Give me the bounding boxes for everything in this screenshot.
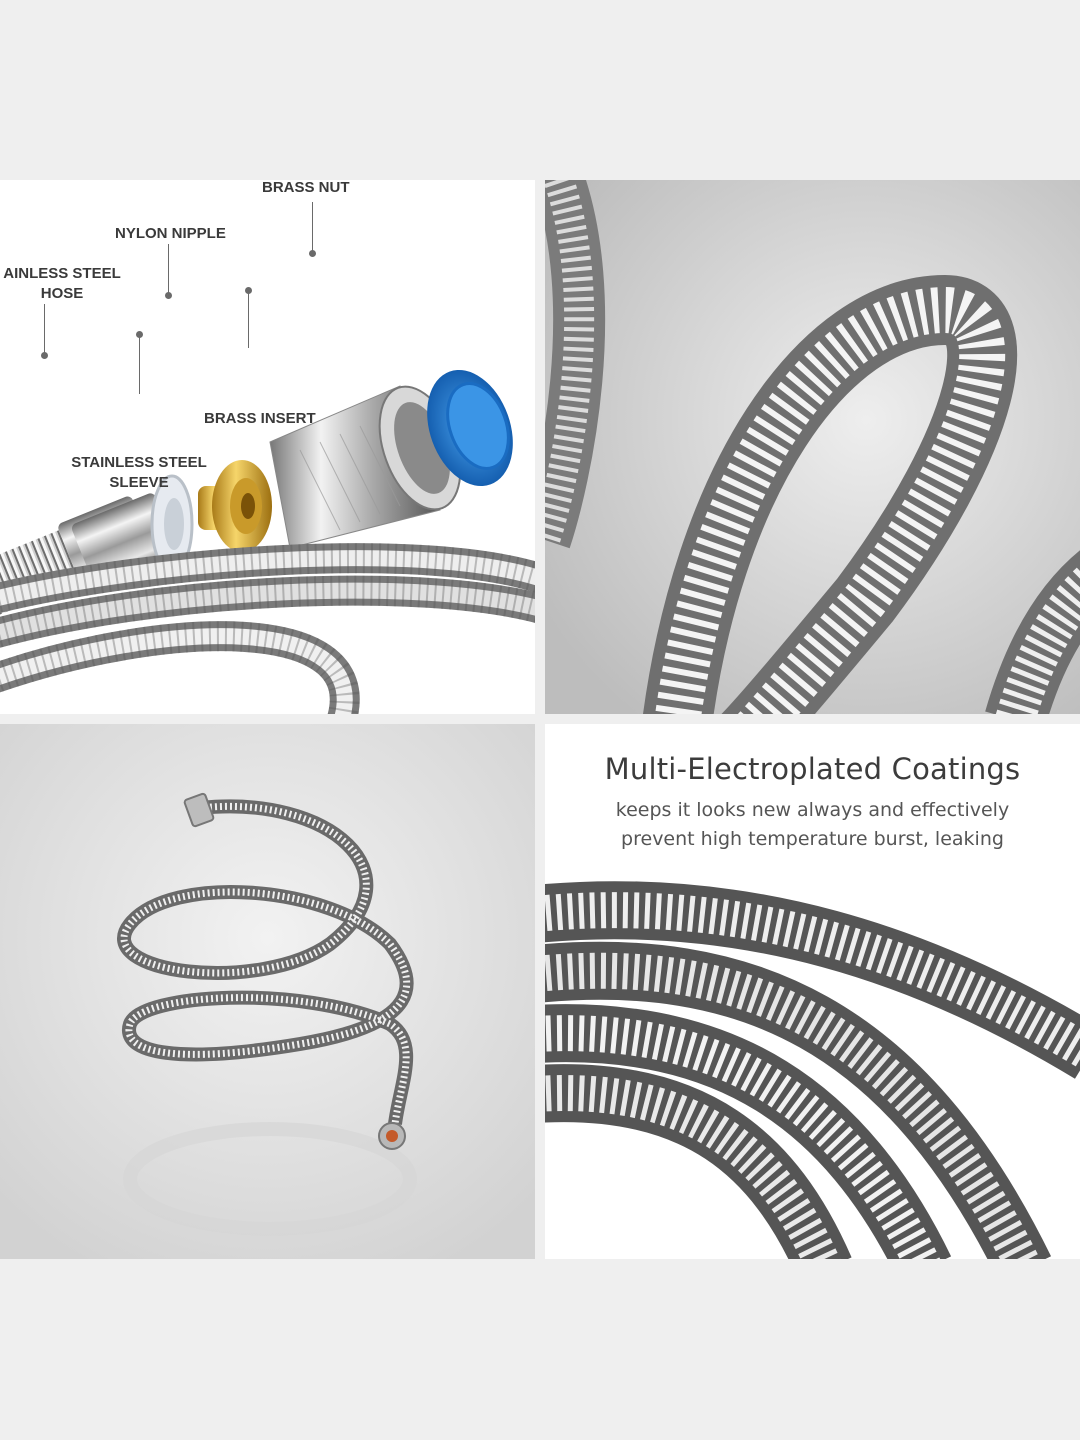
- coiled-hose-shape: [0, 543, 535, 714]
- brass-insert-shape: [198, 460, 272, 552]
- exploded-hose-illustration: [0, 369, 535, 714]
- hose-leader: [41, 304, 48, 359]
- exploded-view-panel: BRASS NUT NYLON NIPPLE AINLESS STEEL HOS…: [0, 180, 535, 714]
- nylon-nipple-leader: [165, 244, 172, 299]
- brass-insert-label: BRASS INSERT: [204, 410, 316, 427]
- sleeve-label: STAINLESS STEEL SLEEVE: [66, 453, 212, 493]
- stainless-hose-label-line1: AINLESS STEEL: [3, 265, 121, 282]
- sleeve-label-line2: SLEEVE: [109, 474, 169, 491]
- spiral-hose-panel: [0, 724, 535, 1259]
- brass-nut-leader: [309, 202, 316, 257]
- spiral-hose-illustration: [0, 724, 535, 1259]
- nylon-nipple-label: NYLON NIPPLE: [115, 225, 226, 242]
- sleeve-leader: [139, 334, 140, 394]
- coatings-description-line1: keeps it looks new always and effectivel…: [615, 799, 1010, 821]
- stainless-hose-label: AINLESS STEEL HOSE: [0, 264, 124, 304]
- brass-insert-leader: [248, 290, 249, 348]
- coatings-hose-illustration: [545, 881, 1080, 1259]
- coatings-panel: Multi-Electroplated Coatings keeps it lo…: [545, 724, 1080, 1259]
- sleeve-label-line1: STAINLESS STEEL: [71, 454, 207, 471]
- hose-end-nut-top: [183, 792, 215, 828]
- coatings-title: Multi-Electroplated Coatings: [604, 752, 1021, 786]
- closeup-hose-panel: [545, 180, 1080, 714]
- coatings-description-line2: prevent high temperature burst, leaking: [621, 828, 1004, 850]
- stainless-hose-label-line2: HOSE: [40, 285, 84, 302]
- brass-nut-label: BRASS NUT: [262, 180, 350, 196]
- closeup-hose-illustration: [545, 180, 1080, 714]
